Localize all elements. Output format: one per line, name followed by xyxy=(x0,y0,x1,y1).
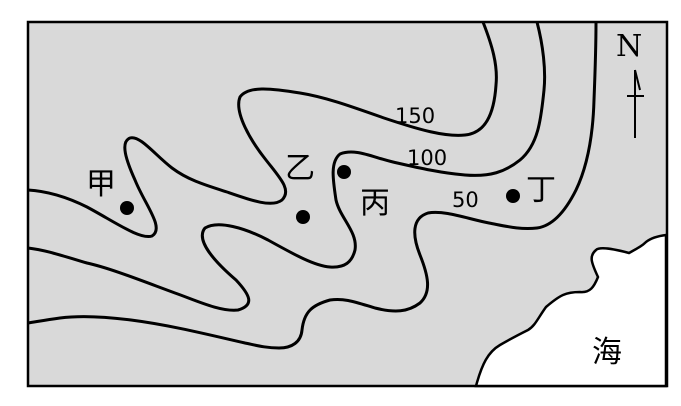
point-yi-label: 乙 xyxy=(285,151,315,186)
point-jia-label: 甲 xyxy=(86,167,116,202)
sea-label: 海 xyxy=(592,335,622,370)
point-bing-marker xyxy=(337,165,351,179)
north-label: N xyxy=(616,29,642,64)
contour-150 xyxy=(27,21,498,239)
point-ding-label: 丁 xyxy=(526,173,556,208)
contour-50 xyxy=(27,21,598,350)
sea-area xyxy=(474,233,668,388)
contour-label-50: 50 xyxy=(452,188,479,212)
contour-label-100: 100 xyxy=(407,146,447,170)
point-ding-marker xyxy=(506,189,520,203)
point-yi-marker xyxy=(296,210,310,224)
contour-label-150: 150 xyxy=(395,104,435,128)
point-jia-marker xyxy=(120,201,134,215)
contour-100 xyxy=(27,21,547,312)
north-arrow-icon xyxy=(627,69,644,138)
point-bing-label: 丙 xyxy=(360,186,390,221)
